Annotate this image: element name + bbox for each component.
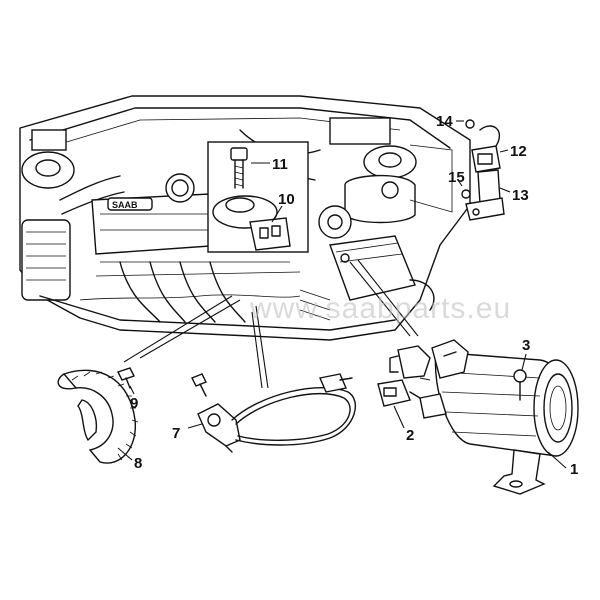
callout-9: 9 (130, 395, 138, 412)
reluctor-ring-assembly (57, 367, 139, 464)
ignition-module-assembly (377, 339, 579, 495)
callout-3: 3 (522, 337, 530, 354)
crank-sensor-assembly (187, 373, 357, 453)
top-right-sensor-assembly (409, 119, 511, 221)
callout-15: 15 (448, 169, 465, 186)
callout-10: 10 (278, 191, 295, 208)
callout-11: 11 (272, 156, 288, 173)
knock-sensor-inset (207, 141, 309, 253)
watermark-text: www.saabparts.eu (249, 292, 511, 325)
callout-8: 8 (134, 455, 142, 472)
callout-labels: 1 2 3 7 8 9 10 11 12 13 14 15 (130, 113, 578, 478)
callout-7: 7 (172, 425, 180, 442)
callout-13: 13 (512, 187, 529, 204)
callout-2: 2 (406, 427, 414, 444)
callout-14: 14 (436, 113, 453, 130)
svg-text:SAAB: SAAB (112, 200, 138, 210)
callout-12: 12 (510, 143, 527, 160)
callout-1: 1 (570, 461, 578, 478)
engine-leader-lines (123, 259, 419, 389)
